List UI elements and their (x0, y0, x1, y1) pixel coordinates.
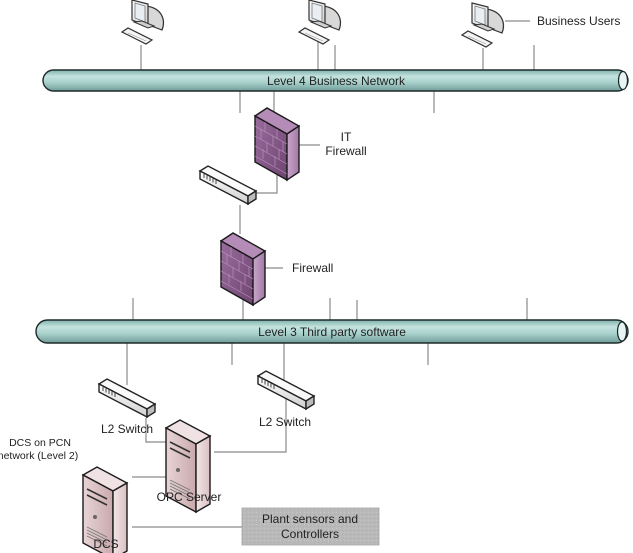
it-firewall-label-line2: Firewall (325, 144, 366, 158)
dcs-pcn-label-line2: network (Level 2) (0, 450, 78, 462)
plant-sensors-label-line2: Controllers (281, 527, 339, 541)
dcs-label: DCS (93, 537, 118, 551)
connection-lines (126, 20, 535, 528)
it-firewall-icon (254, 107, 300, 181)
level4-network-label: Level 4 Business Network (267, 74, 406, 88)
plant-sensors-label-line1: Plant sensors and (262, 512, 358, 526)
level3-network-pipe: Level 3 Third party software (35, 319, 629, 344)
opc-server-label: OPC Server (157, 490, 222, 504)
level4-network-pipe: Level 4 Business Network (42, 69, 629, 92)
firewall-icon (220, 232, 266, 306)
business-users-label: Business Users (537, 14, 620, 28)
level3-network-label: Level 3 Third party software (258, 325, 406, 339)
l2-switch-right-label: L2 Switch (259, 415, 311, 429)
it-firewall-label-line1: IT (341, 130, 352, 144)
business-user-pc-1 (121, 0, 165, 45)
l2-switch-left-label: L2 Switch (101, 422, 153, 436)
business-user-pc-3 (461, 2, 505, 48)
dcs-pcn-label-line1: DCS on PCN (9, 437, 71, 449)
switch-icon (199, 165, 257, 205)
business-user-pc-2 (298, 0, 342, 45)
firewall-label: Firewall (292, 261, 333, 275)
plant-sensors-box: Plant sensors and Controllers (241, 507, 380, 546)
